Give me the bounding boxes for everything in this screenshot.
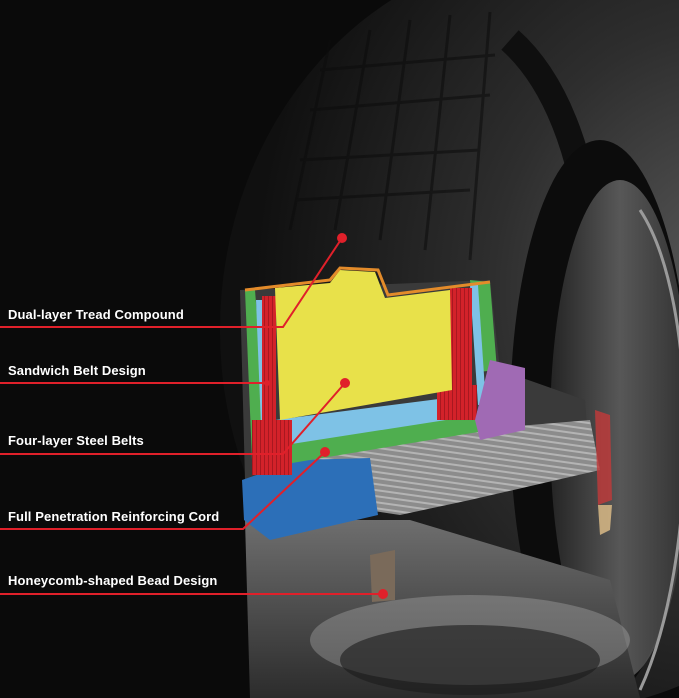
- label-tread-compound: Dual-layer Tread Compound: [8, 307, 184, 322]
- marker-steel: [340, 378, 350, 388]
- leader-steel: [0, 382, 346, 455]
- marker-cord: [320, 447, 330, 457]
- marker-dots: [264, 233, 388, 599]
- label-reinforcing-cord: Full Penetration Reinforcing Cord: [8, 509, 220, 524]
- leader-tread: [0, 237, 343, 328]
- marker-sandwich: [264, 380, 270, 386]
- label-bead-design: Honeycomb-shaped Bead Design: [8, 573, 218, 588]
- cross-section-layers: [240, 266, 612, 602]
- rim-cylinder: [245, 520, 640, 698]
- leader-lines: [0, 237, 383, 595]
- marker-tread: [337, 233, 347, 243]
- label-steel-belts: Four-layer Steel Belts: [8, 433, 144, 448]
- label-sandwich-belt: Sandwich Belt Design: [8, 363, 146, 378]
- marker-bead: [378, 589, 388, 599]
- leader-cord: [0, 451, 326, 530]
